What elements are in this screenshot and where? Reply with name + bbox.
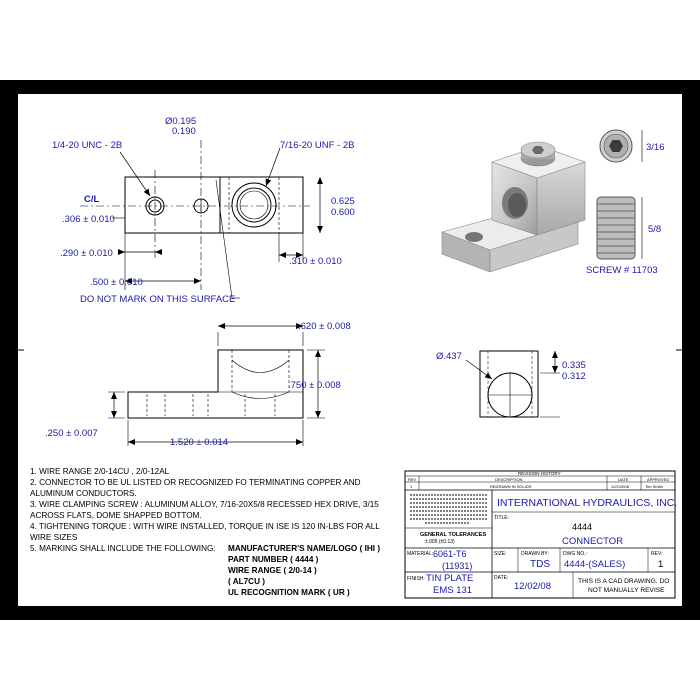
end-dia: Ø.437: [436, 351, 462, 362]
note-4b: WIRE SIZES: [30, 533, 78, 542]
top-view: C/L 1/4-20 UNC - 2B Ø0.195 0.190 7/16-20…: [52, 116, 355, 305]
finish-value: TIN PLATE: [426, 573, 473, 584]
description-value: REDRAWN IN SOLIDS: [490, 484, 532, 489]
hole-dia-lower: 0.190: [172, 126, 196, 137]
dim-310: .310 ± 0.010: [289, 256, 342, 267]
dim-306: .306 ± 0.010: [62, 214, 115, 225]
company-name: INTERNATIONAL HYDRAULICS, INC.: [497, 497, 677, 509]
marking-5: UL RECOGNITION MARK ( UR ): [228, 588, 350, 597]
cad-note-2: NOT MANUALLY REVISE: [588, 587, 665, 594]
dwg-value: 4444-(SALES): [564, 559, 625, 570]
marking-2: PART NUMBER ( 4444 ): [228, 555, 319, 564]
dwg-label: DWG NO.:: [563, 551, 587, 557]
note-4a: 4. TIGHTENING TORQUE : WITH WIRE INSTALL…: [30, 522, 380, 531]
dim-620: .620 ± 0.008: [298, 321, 351, 332]
cad-note-1: THIS IS A CAD DRAWING. DO: [578, 578, 669, 585]
hole-dia-upper: Ø0.195: [165, 116, 196, 127]
thread-right-label: 7/16-20 UNF - 2B: [280, 140, 354, 151]
dim-1520: 1.520 ± 0.014: [170, 437, 228, 448]
note-2a: 2. CONNECTOR TO BE UL LISTED OR RECOGNIZ…: [30, 478, 361, 487]
part-name: CONNECTOR: [562, 536, 623, 547]
description-header: DESCRIPTION: [495, 477, 522, 482]
rev-header: REV: [408, 477, 417, 482]
finish-sub: EMS 131: [433, 585, 472, 596]
dim-500: .500 ± 0.010: [90, 277, 143, 288]
material-label: MATERIAL:: [407, 551, 433, 557]
height-lower: 0.600: [331, 207, 355, 218]
date-header: DATE: [618, 477, 629, 482]
side-view: .620 ± 0.008 .750 ± 0.008 .250 ± 0.007 1…: [45, 321, 351, 448]
dim-750: .750 ± 0.008: [288, 380, 341, 391]
connector-3d-render: [441, 141, 586, 273]
screw-label: SCREW # 11703: [586, 265, 658, 276]
size-label: SIZE:: [494, 551, 507, 557]
dim-290: .290 ± 0.010: [60, 248, 113, 259]
dim-250: .250 ± 0.007: [45, 428, 98, 439]
rev-label: REV:: [651, 551, 662, 557]
height-upper: 0.625: [331, 196, 355, 207]
marking-1: MANUFACTURER'S NAME/LOGO ( IHI ): [228, 544, 380, 553]
rev-value: 1: [410, 484, 413, 489]
revision-history-label: REVISION HISTORY: [518, 471, 561, 476]
tolerances-title: GENERAL TOLERANCES: [420, 532, 486, 538]
date-value: 12/2/2008: [611, 484, 630, 489]
finish-label: FINISH:: [407, 576, 425, 582]
end-dim-lower: 0.312: [562, 371, 586, 382]
marking-3: WIRE RANGE ( 2/0-14 ): [228, 566, 317, 575]
title-block: REVISION HISTORY REV DESCRIPTION DATE AP…: [404, 470, 677, 599]
screw-views: 3/16 5/8 SCREW # 11703: [586, 129, 665, 276]
drawn-by-label: DRAWN BY:: [521, 551, 549, 557]
note-5: 5. MARKING SHALL INCLUDE THE FOLLOWING:: [30, 544, 216, 553]
end-view: Ø.437 0.335 0.312: [436, 350, 586, 418]
screw-dim-58: 5/8: [648, 224, 661, 235]
approved-value: Tim Smith: [645, 484, 663, 489]
material-value: 6061-T6: [433, 549, 467, 559]
rev-block-value: 1: [658, 559, 663, 570]
note-1: 1. WIRE RANGE 2/0-14CU , 2/0-12AL: [30, 467, 170, 476]
screw-dim-316: 3/16: [646, 142, 665, 153]
no-mark-note: DO NOT MARK ON THIS SURFACE: [80, 294, 235, 305]
material-sub: (11931): [442, 561, 472, 571]
thread-left-label: 1/4-20 UNC - 2B: [52, 140, 122, 151]
note-3a: 3. WIRE CLAMPING SCREW : ALUMINUM ALLOY,…: [30, 500, 379, 509]
approved-header: APPROVED: [647, 477, 669, 482]
centerline-label: C/L: [84, 194, 100, 205]
tolerances-value: ±.005 (±0.13): [425, 539, 455, 545]
note-2b: ALUMINUM CONDUCTORS.: [30, 489, 137, 498]
part-number: 4444: [572, 522, 592, 532]
end-dim-upper: 0.335: [562, 360, 586, 371]
marking-4: ( AL7CU ): [228, 577, 265, 586]
date-block-value: 12/02/08: [514, 581, 551, 592]
drawn-by-value: TDS: [530, 559, 550, 570]
general-notes: 1. WIRE RANGE 2/0-14CU , 2/0-12AL 2. CON…: [30, 467, 380, 597]
note-3b: ACROSS FLATS, DOME SHAPPED BOTTOM.: [30, 511, 202, 520]
title-label: TITLE:: [494, 515, 509, 521]
confidentiality-text-block: [410, 494, 488, 524]
date-label: DATE:: [494, 575, 508, 581]
